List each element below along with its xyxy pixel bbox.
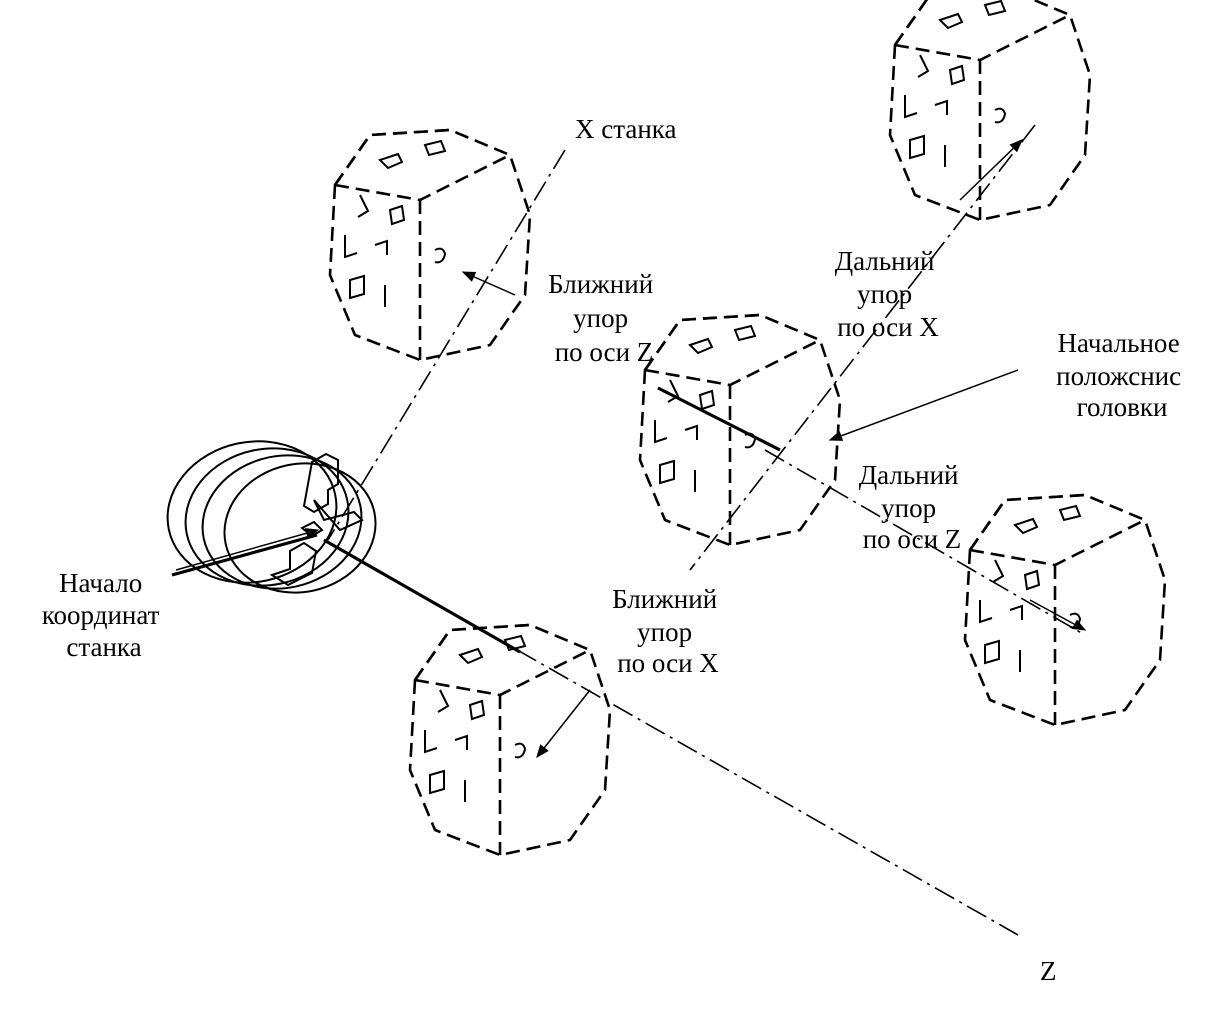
- near-z-label-line-2: упор: [573, 303, 628, 333]
- turret-z-axis-line: [764, 449, 1086, 636]
- far-z-label-line-3: по оси Z: [863, 524, 962, 554]
- near-x-stop-label: Ближний упор по оси X: [612, 584, 724, 678]
- origin-label-line-2: координат: [42, 600, 160, 630]
- near-z-label-line-3: по оси Z: [555, 337, 654, 367]
- turret-far-z: [963, 493, 1167, 727]
- z-axis-thick-segment: [323, 538, 521, 654]
- far-z-arrow: [1029, 599, 1087, 631]
- machine-origin-label: Начало координат станка: [42, 568, 166, 662]
- turret-x-axis-line: [689, 124, 1036, 571]
- home-leader-arrow: [828, 369, 1019, 441]
- z-axis-label: Z: [1040, 956, 1057, 986]
- near-x-arrow: [536, 689, 591, 759]
- far-x-stop-label: Дальний упор по оси X: [835, 246, 942, 342]
- near-z-stop-label: Ближний упор по оси Z: [548, 269, 660, 367]
- near-z-arrow: [461, 271, 516, 296]
- far-z-label-line-2: упор: [881, 493, 936, 523]
- home-label-line-2: положснис: [1056, 361, 1181, 391]
- home-label-line-3: головки: [1077, 392, 1168, 422]
- origin-label-line-1: Начало: [59, 568, 142, 598]
- home-label-line-1: Начальное: [1057, 328, 1179, 358]
- far-x-label-line-1: Дальний: [835, 246, 935, 276]
- machine-axes: [323, 124, 1086, 936]
- turret-near-x: [408, 623, 612, 857]
- far-z-label-line-1: Дальний: [859, 460, 959, 490]
- turret-z-axis-thick-segment: [657, 386, 781, 452]
- origin-label-line-3: станка: [66, 632, 141, 662]
- turret-near-z: [328, 128, 532, 362]
- near-x-label-line-3: по оси X: [617, 648, 719, 678]
- far-z-stop-label: Дальний упор по оси Z: [859, 460, 966, 554]
- arrows: [175, 139, 1087, 759]
- z-axis-line: [323, 539, 1019, 936]
- near-x-label-line-1: Ближний: [612, 584, 717, 614]
- far-x-arrow: [959, 139, 1023, 201]
- origin-leader-arrow: [175, 528, 320, 571]
- far-x-label-line-2: упор: [857, 279, 912, 309]
- x-axis-label: X станка: [575, 114, 677, 144]
- home-position-label: Начальное положснис головки: [1056, 328, 1188, 422]
- far-x-label-line-3: по оси X: [837, 312, 939, 342]
- chuck: [166, 440, 377, 594]
- x-axis-line: [327, 149, 566, 541]
- turret-far-x: [888, 0, 1092, 222]
- near-x-label-line-2: упор: [637, 617, 692, 647]
- near-z-label-line-1: Ближний: [548, 269, 653, 299]
